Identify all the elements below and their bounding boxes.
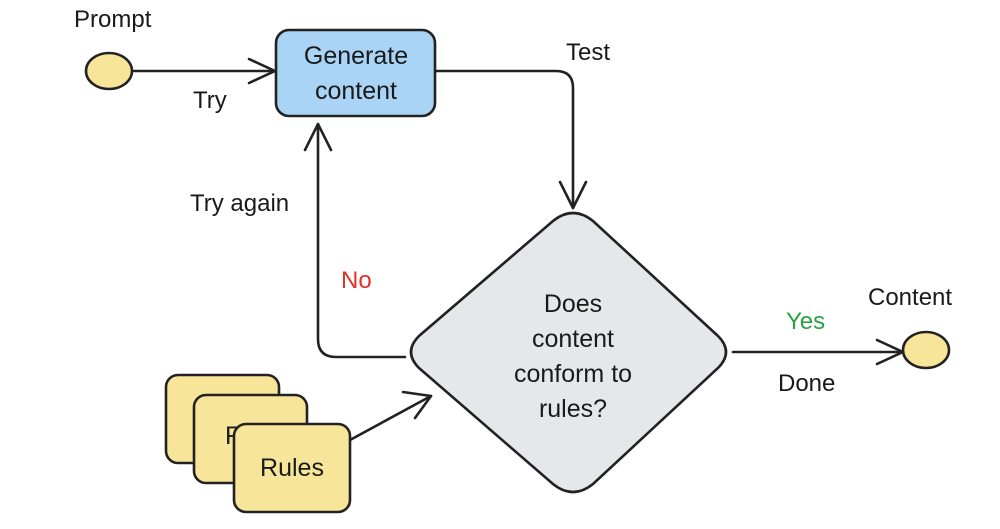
decision-text-line-1: Does	[544, 290, 602, 318]
prompt-label: Prompt	[74, 6, 152, 33]
generate-content-line-2: content	[315, 77, 397, 105]
edge-generate-to-decision	[433, 69, 575, 210]
no-label: No	[341, 267, 372, 294]
decision-diamond	[409, 211, 728, 494]
done-label: Done	[778, 370, 835, 397]
generate-content-node	[274, 28, 437, 118]
try-again-label: Try again	[190, 190, 289, 217]
rules-card-label: Rules	[260, 454, 324, 482]
test-label: Test	[566, 39, 610, 66]
arrowhead-decision-top	[558, 180, 588, 210]
arrowhead-generate-bottom	[303, 122, 333, 152]
decision-text-line-3: conform to	[514, 360, 632, 388]
prompt-terminal	[84, 51, 134, 91]
yes-label: Yes	[786, 308, 825, 335]
rules-card-front	[232, 422, 352, 514]
edge-decision-to-generate	[316, 122, 407, 359]
content-terminal	[901, 330, 951, 370]
content-label: Content	[868, 284, 952, 311]
edge-rules-to-decision	[348, 394, 433, 442]
arrowhead-decision-left	[401, 390, 433, 420]
decision-text-line-2: content	[532, 325, 614, 353]
decision-text-line-4: rules?	[539, 395, 607, 423]
try-label: Try	[193, 87, 227, 114]
generate-content-line-1: Generate	[304, 42, 408, 70]
